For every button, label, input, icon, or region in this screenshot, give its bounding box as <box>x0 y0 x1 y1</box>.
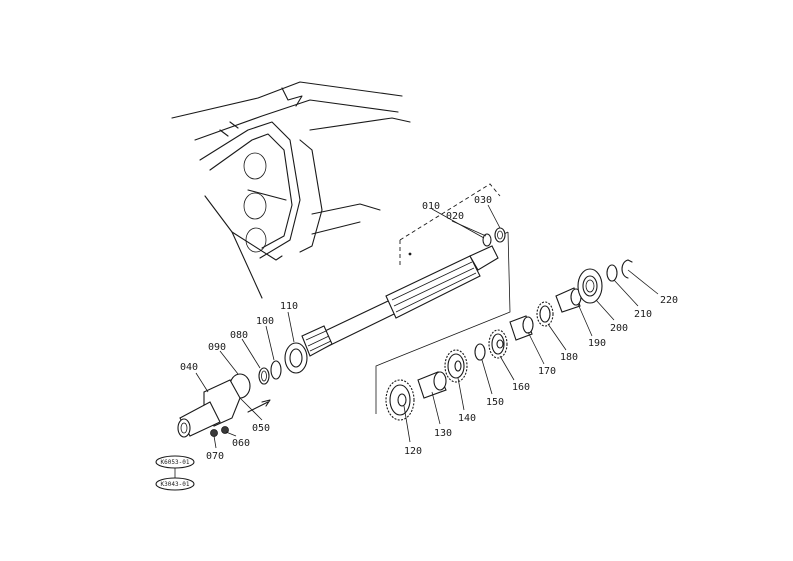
part-180-gear <box>536 301 554 327</box>
part-160-gear <box>488 329 508 359</box>
part-210-washer <box>606 264 618 282</box>
transmission-housing <box>171 81 411 299</box>
callout-040: 040 <box>180 362 198 373</box>
part-020 <box>482 233 492 247</box>
part-030 <box>494 227 506 243</box>
callout-090: 090 <box>208 342 226 353</box>
callout-170: 170 <box>538 366 556 377</box>
part-130-bushing <box>417 371 447 399</box>
callout-020: 020 <box>446 211 464 222</box>
callout-210: 210 <box>634 309 652 320</box>
part-150-washer <box>474 343 486 361</box>
main-shaft <box>301 245 499 357</box>
callout-110: 110 <box>280 301 298 312</box>
reference-badge-1-text: K6053-01 <box>161 459 190 466</box>
part-120-gear <box>385 379 415 421</box>
part-200-bearing <box>577 268 603 304</box>
part-170-bushing <box>509 315 534 341</box>
callout-200: 200 <box>610 323 628 334</box>
callout-220: 220 <box>660 295 678 306</box>
part-100 <box>270 360 282 380</box>
callout-140: 140 <box>458 413 476 424</box>
reference-badge-2-text: K3043-01 <box>161 481 190 488</box>
callout-060: 060 <box>232 438 250 449</box>
callout-130: 130 <box>434 428 452 439</box>
callout-010: 010 <box>422 201 440 212</box>
part-140-gear <box>444 349 468 383</box>
reference-badges: K6053-01 K3043-01 <box>155 455 195 491</box>
callout-070: 070 <box>206 451 224 462</box>
part-060 <box>221 426 229 434</box>
leader-lines <box>195 204 659 449</box>
callout-100: 100 <box>256 316 274 327</box>
part-220-circlip <box>621 259 633 279</box>
callout-120: 120 <box>404 446 422 457</box>
part-080 <box>258 367 270 385</box>
callout-160: 160 <box>512 382 530 393</box>
part-110 <box>284 342 308 374</box>
part-190-bushing <box>555 287 582 313</box>
reference-badge-2 <box>155 477 195 491</box>
callout-190: 190 <box>588 338 606 349</box>
callout-030: 030 <box>474 195 492 206</box>
callout-150: 150 <box>486 397 504 408</box>
callout-080: 080 <box>230 330 248 341</box>
callout-050: 050 <box>252 423 270 434</box>
part-050-bolt <box>247 399 271 413</box>
part-070 <box>210 429 218 437</box>
part-040-cover <box>177 379 241 438</box>
callout-180: 180 <box>560 352 578 363</box>
callout-labels: 010 020 030 040 050 060 070 080 090 100 … <box>180 195 678 462</box>
